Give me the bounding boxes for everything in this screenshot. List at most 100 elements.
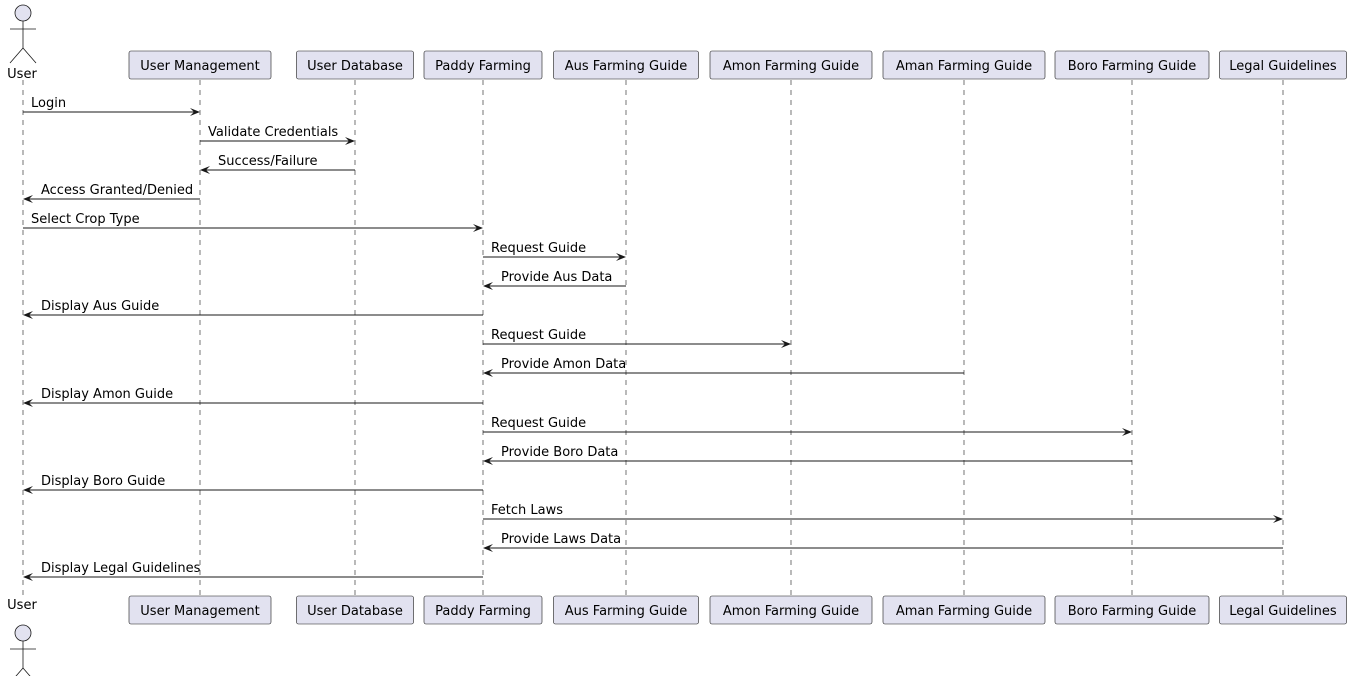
message-12: Request Guide (483, 416, 1132, 436)
arrowhead-icon (23, 195, 33, 203)
participant-aus-top: Aus Farming Guide (553, 50, 699, 80)
arrowhead-icon (1122, 428, 1132, 436)
message-label: Success/Failure (218, 154, 317, 169)
message-label: Request Guide (491, 416, 586, 431)
arrowhead-icon (23, 486, 33, 494)
message-15: Fetch Laws (483, 503, 1283, 523)
participant-label: Paddy Farming (435, 604, 531, 619)
arrowhead-icon (1273, 515, 1283, 523)
actor-top: User (7, 4, 37, 82)
message-17: Display Legal Guidelines (23, 561, 483, 581)
participant-box (296, 50, 414, 80)
participant-amon-bottom: Amon Farming Guide (709, 595, 873, 625)
participant-amon-top: Amon Farming Guide (709, 50, 873, 80)
participant-label: Boro Farming Guide (1068, 59, 1196, 74)
message-2: Validate Credentials (200, 125, 355, 145)
participant-pf-top: Paddy Farming (423, 50, 543, 80)
message-10: Provide Amon Data (483, 357, 964, 377)
participant-box (423, 595, 543, 625)
participant-label: Amon Farming Guide (723, 604, 859, 619)
arrowhead-icon (616, 253, 626, 261)
arrowhead-icon (483, 544, 493, 552)
participant-label: User Management (140, 59, 259, 74)
participant-udb-top: User Database (296, 50, 414, 80)
participant-box (1219, 595, 1347, 625)
participant-label: Aman Farming Guide (896, 59, 1032, 74)
actor-label: User (7, 598, 37, 613)
participant-box (1219, 50, 1347, 80)
message-label: Request Guide (491, 328, 586, 343)
arrowhead-icon (345, 137, 355, 145)
participant-um-top: User Management (128, 50, 272, 80)
message-5: Select Crop Type (23, 212, 483, 232)
arrowhead-icon (473, 224, 483, 232)
participant-label: User Database (307, 59, 403, 74)
message-6: Request Guide (483, 241, 626, 261)
participant-label: Aus Farming Guide (565, 604, 687, 619)
arrowhead-icon (23, 573, 33, 581)
message-label: Display Aus Guide (41, 299, 159, 314)
message-label: Provide Boro Data (501, 445, 618, 460)
participant-label: Legal Guidelines (1229, 604, 1337, 619)
participant-box (709, 50, 873, 80)
participant-box (553, 595, 699, 625)
participant-box (553, 50, 699, 80)
participant-aman-bottom: Aman Farming Guide (882, 595, 1046, 625)
participant-box (128, 595, 272, 625)
participant-aus-bottom: Aus Farming Guide (553, 595, 699, 625)
participant-box (882, 50, 1046, 80)
message-label: Request Guide (491, 241, 586, 256)
participant-box (1054, 50, 1210, 80)
message-label: Provide Aus Data (501, 270, 612, 285)
participant-aman-top: Aman Farming Guide (882, 50, 1046, 80)
participant-box (128, 50, 272, 80)
participant-box (882, 595, 1046, 625)
actor-bottom: User (7, 598, 37, 676)
participant-label: User Management (140, 604, 259, 619)
participant-pf-bottom: Paddy Farming (423, 595, 543, 625)
participant-label: Legal Guidelines (1229, 59, 1337, 74)
participant-box (1054, 595, 1210, 625)
participant-label: User Database (307, 604, 403, 619)
arrowhead-icon (781, 340, 791, 348)
participant-label: Paddy Farming (435, 59, 531, 74)
message-13: Provide Boro Data (483, 445, 1132, 465)
message-label: Login (31, 96, 66, 111)
message-1: Login (23, 96, 200, 116)
message-7: Provide Aus Data (483, 270, 626, 290)
arrowhead-icon (190, 108, 200, 116)
arrowhead-icon (23, 399, 33, 407)
participant-boro-top: Boro Farming Guide (1054, 50, 1210, 80)
message-label: Provide Laws Data (501, 532, 621, 547)
participant-box (709, 595, 873, 625)
message-label: Select Crop Type (31, 212, 140, 227)
message-label: Validate Credentials (208, 125, 338, 140)
participant-legal-top: Legal Guidelines (1219, 50, 1347, 80)
message-label: Access Granted/Denied (41, 183, 193, 198)
arrowhead-icon (483, 457, 493, 465)
message-16: Provide Laws Data (483, 532, 1283, 552)
arrowhead-icon (483, 282, 493, 290)
message-3: Success/Failure (200, 154, 355, 174)
lifelines (22, 80, 1284, 596)
actor-figure-icon (10, 624, 36, 676)
message-label: Display Boro Guide (41, 474, 165, 489)
participant-box (296, 595, 414, 625)
participant-um-bottom: User Management (128, 595, 272, 625)
message-8: Display Aus Guide (23, 299, 483, 319)
participant-label: Aus Farming Guide (565, 59, 687, 74)
participant-label: Boro Farming Guide (1068, 604, 1196, 619)
participant-label: Aman Farming Guide (896, 604, 1032, 619)
arrowhead-icon (483, 369, 493, 377)
participant-udb-bottom: User Database (296, 595, 414, 625)
message-label: Fetch Laws (491, 503, 563, 518)
message-label: Display Amon Guide (41, 387, 173, 402)
message-label: Display Legal Guidelines (41, 561, 201, 576)
arrowhead-icon (23, 311, 33, 319)
arrowhead-icon (200, 166, 210, 174)
participant-label: Amon Farming Guide (723, 59, 859, 74)
message-4: Access Granted/Denied (23, 183, 200, 203)
